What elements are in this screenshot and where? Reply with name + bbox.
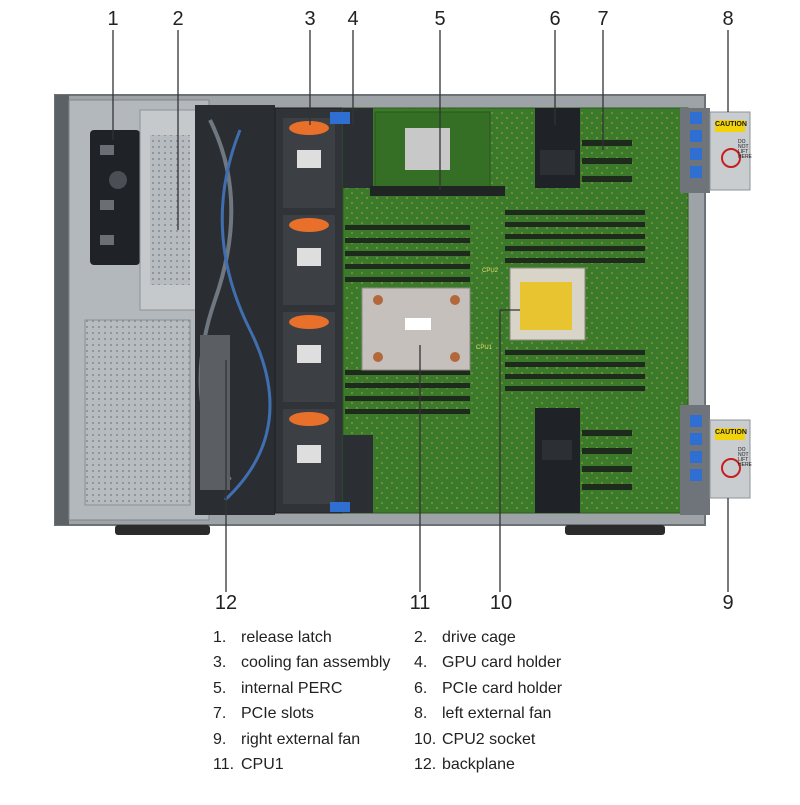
- caution-label-bottom: CAUTION: [715, 429, 747, 436]
- fan-module-3: [283, 312, 335, 402]
- callout-2: 2: [172, 8, 184, 30]
- legend-item-4: 4. GPU card holder: [414, 655, 561, 671]
- legend-item-2: 2. drive cage: [414, 630, 516, 646]
- legend-num: 3.: [213, 654, 227, 671]
- callout-6: 6: [549, 8, 561, 30]
- fan-module-2: [283, 215, 335, 305]
- right-external-fan: [680, 405, 751, 515]
- legend-item-9: 9. right external fan: [213, 732, 360, 748]
- legend-item-6: 6. PCIe card holder: [414, 681, 562, 697]
- board-label-cpu2: CPU2: [482, 268, 499, 274]
- backplane: [195, 105, 275, 515]
- legend-label: release latch: [241, 629, 332, 646]
- caution-label-top: CAUTION: [715, 121, 747, 128]
- legend-num: 1.: [213, 629, 227, 646]
- legend-item-11: 11. CPU1: [213, 757, 284, 773]
- callout-5: 5: [434, 8, 446, 30]
- callout-9: 9: [722, 592, 734, 614]
- callout-3: 3: [304, 8, 316, 30]
- memory-slots: [345, 210, 645, 414]
- pcie-slots: [582, 140, 632, 490]
- cpu2-socket: [509, 267, 586, 341]
- legend-item-3: 3. cooling fan assembly: [213, 655, 390, 671]
- legend-label: GPU card holder: [442, 654, 562, 671]
- legend-num: 12.: [414, 756, 437, 773]
- legend-num: 7.: [213, 705, 227, 722]
- callout-11: 11: [409, 592, 431, 614]
- legend-num: 10.: [414, 731, 437, 748]
- legend-item-5: 5. internal PERC: [213, 681, 342, 697]
- legend-num: 5.: [213, 680, 227, 697]
- legend-label: backplane: [442, 756, 515, 773]
- legend-label: right external fan: [241, 731, 361, 748]
- callout-8: 8: [722, 8, 734, 30]
- cpu1-heatsink: [361, 287, 471, 371]
- legend-num: 8.: [414, 705, 428, 722]
- legend-label: left external fan: [442, 705, 552, 722]
- legend-num: 2.: [414, 629, 428, 646]
- cooling-fan-assembly: [274, 107, 344, 514]
- callout-12: 12: [214, 592, 238, 614]
- legend-label: internal PERC: [241, 680, 343, 697]
- legend-num: 11.: [213, 756, 235, 773]
- legend-item-8: 8. left external fan: [414, 706, 551, 722]
- lift-label-top: DO NOT LIFT HERE: [738, 139, 752, 160]
- legend-item-10: 10. CPU2 socket: [414, 732, 535, 748]
- legend-label: cooling fan assembly: [241, 654, 391, 671]
- legend-label: CPU1: [241, 756, 284, 773]
- lift-label-bottom: DO NOT LIFT HERE: [738, 447, 752, 468]
- legend-item-1: 1. release latch: [213, 630, 332, 646]
- gpu-card-holder: [330, 108, 373, 513]
- fan-module-1: [283, 118, 335, 208]
- callout-7: 7: [597, 8, 609, 30]
- internal-perc: [370, 111, 505, 196]
- legend-item-12: 12. backplane: [414, 757, 515, 773]
- callout-4: 4: [347, 8, 359, 30]
- pcie-card-holder: [535, 108, 580, 513]
- legend-num: 9.: [213, 731, 227, 748]
- legend-num: 6.: [414, 680, 428, 697]
- legend-num: 4.: [414, 654, 428, 671]
- left-external-fan: [680, 108, 751, 193]
- callout-10: 10: [489, 592, 513, 614]
- fan-module-4: [283, 409, 335, 504]
- legend-label: PCIe card holder: [442, 680, 563, 697]
- legend-item-7: 7. PCIe slots: [213, 706, 314, 722]
- release-latch: [90, 130, 140, 265]
- callout-leaders: [112, 30, 729, 592]
- legend-label: PCIe slots: [241, 705, 314, 722]
- callout-1: 1: [107, 8, 119, 30]
- legend-label: drive cage: [442, 629, 516, 646]
- legend-label: CPU2 socket: [442, 731, 536, 748]
- board-label-cpu1: CPU1: [476, 345, 493, 351]
